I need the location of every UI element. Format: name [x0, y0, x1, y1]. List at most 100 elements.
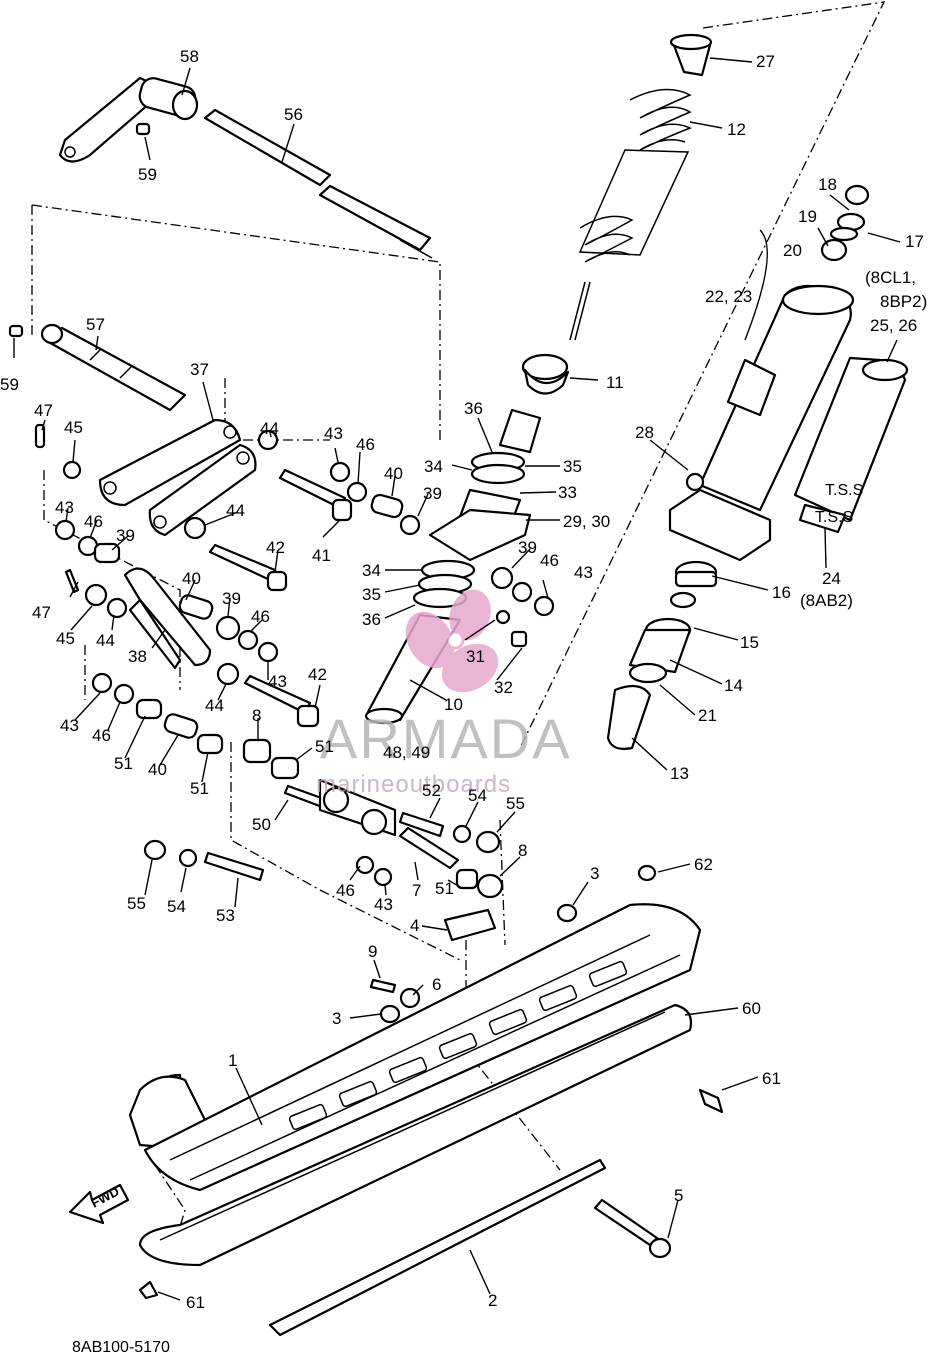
callout-59-top: 59 — [138, 165, 157, 184]
callout-33: 33 — [558, 483, 577, 502]
ski-slots — [288, 960, 628, 1131]
callout-labels: 27 12 58 56 59 18 19 17 20 (8CL1, 8BP2) … — [0, 47, 927, 1312]
callout-4: 4 — [410, 916, 419, 935]
callout-8ab2: (8AB2) — [800, 591, 853, 610]
callout-35-top: 35 — [563, 457, 582, 476]
callout-41: 41 — [312, 546, 331, 565]
callout-59-left: 59 — [0, 375, 19, 394]
callout-18: 18 — [818, 175, 837, 194]
callout-45-top: 45 — [64, 418, 83, 437]
callout-50: 50 — [252, 815, 271, 834]
callout-31: 31 — [466, 647, 485, 666]
callout-60: 60 — [742, 999, 761, 1018]
callout-40-mid: 40 — [182, 569, 201, 588]
callout-45-left: 45 — [56, 629, 75, 648]
callout-61-right: 61 — [762, 1069, 781, 1088]
callout-39-mid: 39 — [222, 589, 241, 608]
callout-43-mid: 43 — [268, 672, 287, 691]
callout-24: 24 — [822, 569, 841, 588]
forward-arrow-icon: FWD — [68, 1184, 130, 1225]
callout-38: 38 — [128, 647, 147, 666]
callout-3-right: 3 — [590, 864, 599, 883]
watermark-tagline: marineoutboards — [316, 771, 511, 798]
callout-13: 13 — [670, 764, 689, 783]
callout-2: 2 — [488, 1291, 497, 1310]
hardware — [34, 423, 555, 942]
callout-32: 32 — [494, 678, 513, 697]
callout-3-left: 3 — [332, 1009, 341, 1028]
callout-27: 27 — [756, 52, 775, 71]
callout-14: 14 — [724, 676, 743, 695]
callout-48-49: 48, 49 — [383, 743, 430, 762]
callout-39-right: 39 — [518, 538, 537, 557]
callout-44-low: 44 — [205, 696, 224, 715]
callout-53: 53 — [216, 906, 235, 925]
callout-1: 1 — [228, 1051, 237, 1070]
callout-8-top: 8 — [252, 706, 261, 725]
callout-43-right: 43 — [574, 563, 593, 582]
leader-lines — [13, 57, 901, 1301]
callout-51-left: 51 — [114, 754, 133, 773]
callout-52: 52 — [422, 781, 441, 800]
callout-5: 5 — [674, 1186, 683, 1205]
callout-57: 57 — [86, 315, 105, 334]
callout-10: 10 — [444, 695, 463, 714]
callout-46-low: 46 — [92, 726, 111, 745]
callout-55-right: 55 — [506, 794, 525, 813]
shaft-57 — [8, 323, 187, 412]
callout-11: 11 — [606, 373, 624, 392]
propeller-logo-icon — [405, 589, 499, 693]
callout-28: 28 — [635, 423, 654, 442]
callout-29-30: 29, 30 — [563, 512, 610, 531]
callout-46-right: 46 — [540, 551, 559, 570]
callout-40-low: 40 — [148, 760, 167, 779]
callout-43-left: 43 — [55, 498, 74, 517]
callout-47-top: 47 — [34, 401, 53, 420]
callout-54-left: 54 — [167, 897, 186, 916]
callout-46-left: 46 — [84, 512, 103, 531]
callout-39-top: 39 — [423, 484, 442, 503]
callout-46-mid: 46 — [251, 607, 270, 626]
callout-16: 16 — [772, 583, 791, 602]
pivot-arm-assembly — [58, 76, 433, 259]
watermark-brand: ARMADA — [320, 707, 572, 770]
callout-43-bottom: 43 — [374, 895, 393, 914]
callout-8bp2: 8BP2) — [880, 292, 927, 311]
callout-8-low: 8 — [518, 841, 527, 860]
callout-40-top: 40 — [384, 464, 403, 483]
callout-61-left: 61 — [186, 1293, 205, 1312]
callout-34-mid: 34 — [362, 561, 381, 580]
callout-44-mid: 44 — [226, 501, 245, 520]
callout-25-26: 25, 26 — [870, 316, 917, 335]
callout-44-top: 44 — [260, 419, 279, 438]
callout-35-mid: 35 — [362, 585, 381, 604]
reservoir: T.S.S T.S.S — [606, 184, 909, 750]
callout-9: 9 — [368, 942, 377, 961]
callout-44-left: 44 — [96, 631, 115, 650]
callout-21: 21 — [698, 706, 717, 725]
callout-36-top: 36 — [464, 399, 483, 418]
callout-19: 19 — [798, 207, 817, 226]
drawing-code: 8AB100-5170 — [72, 1339, 170, 1355]
callout-43-top: 43 — [324, 424, 343, 443]
callout-6: 6 — [432, 975, 441, 994]
callout-12: 12 — [727, 120, 746, 139]
callout-8cl1: (8CL1, — [865, 268, 916, 287]
callout-46-top: 46 — [356, 435, 375, 454]
ski — [128, 864, 724, 1337]
callout-46-bottom: 46 — [336, 881, 355, 900]
svg-text:T.S.S: T.S.S — [815, 509, 853, 526]
callout-20: 20 — [783, 241, 802, 260]
callout-51-bottom: 51 — [435, 879, 454, 898]
callout-47-left: 47 — [32, 603, 51, 622]
callout-36-mid: 36 — [362, 610, 381, 629]
callout-54-right: 54 — [468, 786, 487, 805]
callout-51-top: 51 — [315, 737, 334, 756]
callout-39-left: 39 — [116, 526, 135, 545]
callout-43-low: 43 — [60, 716, 79, 735]
callout-42-top: 42 — [266, 538, 285, 557]
callout-42-low: 42 — [308, 665, 327, 684]
callout-7: 7 — [412, 881, 421, 900]
link-arms — [98, 418, 257, 670]
